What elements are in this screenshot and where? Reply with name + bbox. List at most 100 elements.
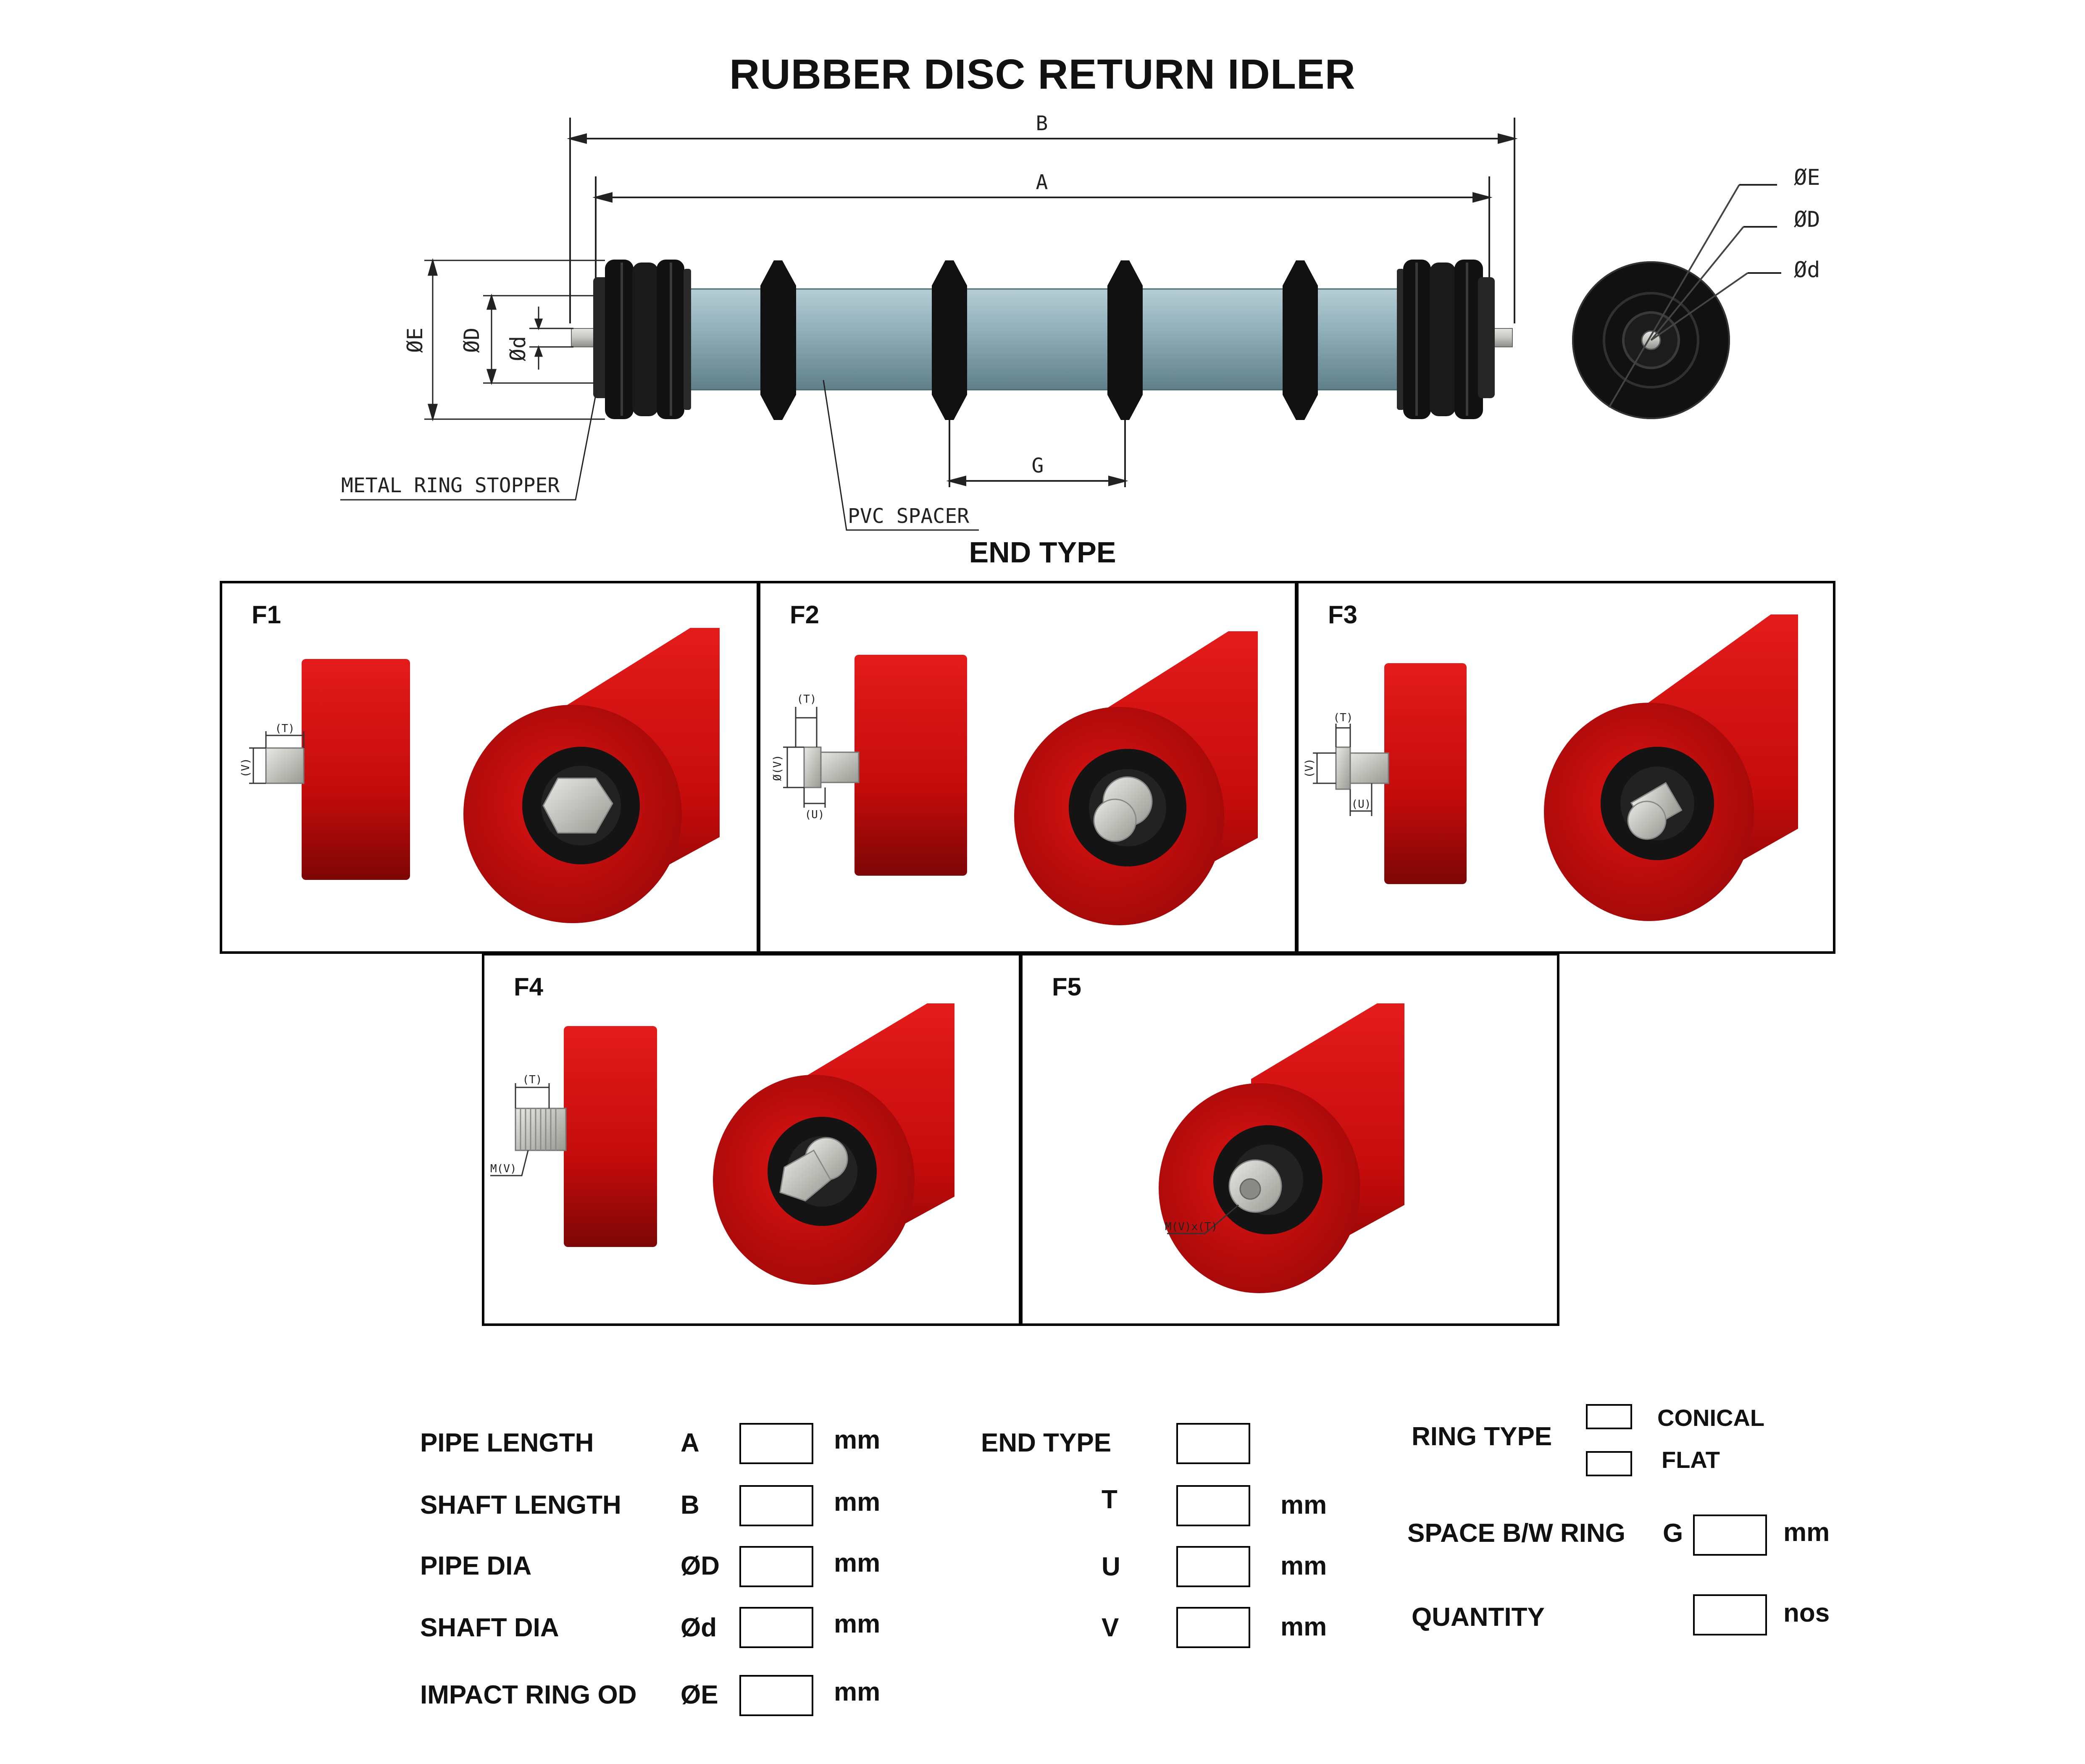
panel-label: F4 [514,973,544,1001]
rubber-disc [1107,260,1143,420]
t-input[interactable] [1176,1485,1250,1526]
unit-mm: mm [1280,1612,1327,1641]
dia-d-label: ØD [460,328,484,353]
rubber-disc [932,260,967,420]
f3-illustration: (T) (V) (U) [1303,614,1798,921]
f4-illustration: (T) M(V) [490,1003,954,1285]
end-type-input[interactable] [1176,1423,1250,1464]
panel-label: F2 [790,601,820,629]
panel-label: F5 [1052,973,1082,1001]
unit-mm: mm [834,1425,881,1454]
right-impact-rings [1397,260,1495,419]
label-space-ring: SPACE B/W RING [1407,1519,1625,1548]
callout-metal-ring-stopper: METAL RING STOPPER [341,474,560,497]
dim-label: (T) [523,1074,542,1086]
diameter-dimensions [424,258,605,422]
dim-label: M(V)x(T) [1165,1221,1217,1233]
ring-type-flat-checkbox[interactable] [1586,1451,1632,1476]
idler-drawing: B A [340,112,1820,531]
f1-illustration: (T) (V) [239,628,720,923]
u-input[interactable] [1176,1546,1250,1587]
symbol-impact-ring-od: ØE [681,1680,718,1709]
end-type-heading: END TYPE [969,536,1116,569]
label-pipe-length: PIPE LENGTH [420,1428,594,1457]
symbol-t: T [1102,1485,1117,1514]
pipe-dia-input[interactable] [739,1546,813,1587]
unit-mm: mm [834,1549,881,1578]
roller-side-view [302,659,410,880]
panel-label: F3 [1328,601,1358,629]
end-type-panel-f1: F1 (T) (V) [220,581,759,954]
space-ring-input[interactable] [1693,1515,1767,1556]
dim-label: (T) [1333,711,1353,724]
label-quantity: QUANTITY [1412,1603,1545,1632]
stopper-leader [340,390,597,501]
impact-ring-od-input[interactable] [739,1675,813,1716]
unit-mm: mm [834,1488,881,1517]
ring-type-conical-label: CONICAL [1657,1404,1765,1431]
unit-mm: mm [834,1677,881,1706]
dim-label: (U) [1351,798,1371,811]
end-view-dia-small-d-label: Ød [1794,257,1820,283]
symbol-shaft-dia: Ød [681,1613,717,1642]
dim-label: (U) [805,808,825,821]
dimension-b-label: B [1036,112,1048,135]
symbol-v: V [1102,1613,1119,1642]
dim-label: (V) [239,758,252,778]
pipe-length-input[interactable] [739,1423,813,1464]
dim-label: (V) [1303,759,1316,778]
end-type-panel-f3: F3 (T) (V) (U) [1296,581,1835,954]
label-shaft-dia: SHAFT DIA [420,1613,559,1642]
quantity-input[interactable] [1693,1594,1767,1635]
unit-mm: mm [1280,1491,1327,1520]
end-type-panel-f4: F4 (T) M(V) [482,953,1021,1326]
dimension-g [946,420,1128,487]
dia-e-label: ØE [403,328,427,353]
label-shaft-length: SHAFT LENGTH [420,1491,621,1520]
shaft-flat-end [542,777,613,834]
ring-type-conical-checkbox[interactable] [1586,1404,1632,1429]
shaft-dia-input[interactable] [739,1607,813,1648]
unit-mm: mm [834,1609,881,1638]
label-end-type: END TYPE [981,1428,1112,1457]
unit-nos: nos [1783,1599,1830,1628]
unit-mm: mm [1783,1518,1830,1547]
unit-mm: mm [1280,1551,1327,1580]
symbol-b: B [681,1491,699,1520]
left-impact-rings [593,260,691,419]
end-type-panel-f2: F2 (T) Ø(V) (U) [758,581,1297,954]
shaft-length-input[interactable] [739,1485,813,1526]
end-view [1572,184,1781,419]
callout-pvc-spacer: PVC SPACER [848,504,969,528]
v-input[interactable] [1176,1607,1250,1648]
f2-illustration: (T) Ø(V) (U) [771,631,1258,925]
dim-label: M(V) [490,1163,517,1175]
symbol-u: U [1102,1552,1120,1581]
end-view-dia-d-label: ØD [1794,207,1820,232]
rubber-disc [1283,260,1318,420]
left-shaft-end [571,328,597,347]
label-impact-ring-od: IMPACT RING OD [420,1680,637,1709]
dim-label: (T) [797,693,817,706]
dia-small-d-label: Ød [506,336,530,361]
f5-illustration: M(V)x(T) [1159,1003,1404,1293]
dimension-a [592,176,1493,290]
dim-label: Ø(V) [771,755,784,781]
end-type-panel-f5: F5 M(V)x(T) [1020,953,1559,1326]
sheet-title: RUBBER DISC RETURN IDLER [729,51,1356,98]
shaft-flat [265,747,305,784]
end-view-dia-e-label: ØE [1794,165,1820,190]
dimension-g-label: G [1032,454,1044,478]
dimension-a-label: A [1036,171,1048,194]
spacer-leader [823,380,979,531]
symbol-pipe-dia: ØD [681,1551,720,1580]
dimension-b [567,118,1518,323]
symbol-a: A [681,1428,699,1457]
rubber-discs [760,260,1318,420]
panel-label: F1 [252,601,281,629]
dim-label: (T) [275,722,295,735]
label-ring-type: RING TYPE [1412,1422,1552,1451]
symbol-g: G [1663,1519,1683,1548]
label-pipe-dia: PIPE DIA [420,1551,532,1580]
